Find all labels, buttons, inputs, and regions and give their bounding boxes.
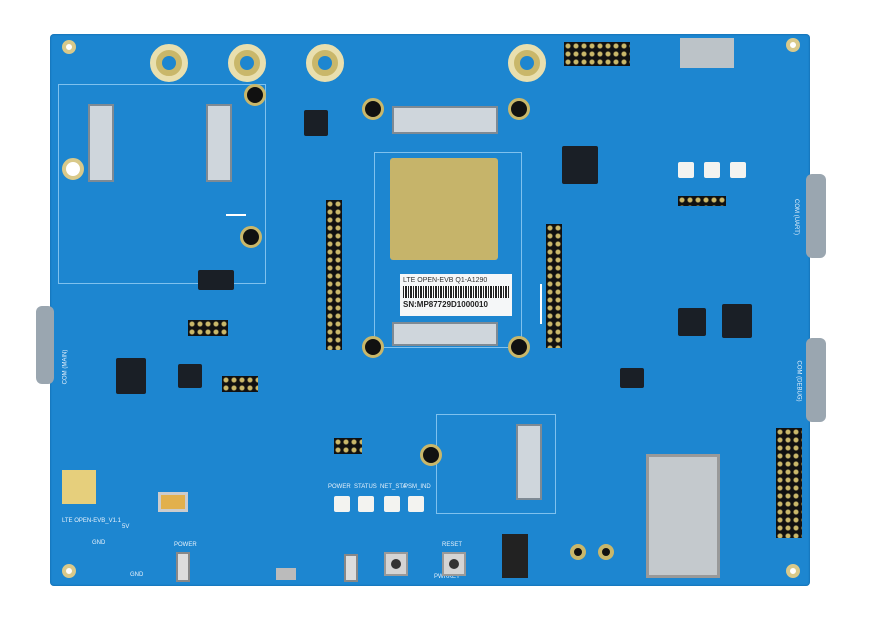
corner-hole (62, 40, 76, 54)
sim-card-slot[interactable] (646, 454, 720, 578)
com-debug-label: COM (DEBUG) (795, 360, 802, 402)
led-label-power: POWER (328, 484, 351, 490)
test-pad (240, 226, 262, 248)
module-label-text: LTE OPEN-EVB Q1-A1290 (403, 277, 488, 284)
pwrkey-label: PWRKEY (434, 574, 461, 580)
mounting-hole (228, 44, 266, 82)
hole (598, 544, 614, 560)
gnd-label: GND (130, 572, 144, 578)
led-label-net-sta: NET_STA (380, 484, 407, 490)
reset-label: RESET (442, 542, 463, 548)
board-name: LTE OPEN-EVB_V1.1 (62, 518, 121, 524)
hole (62, 158, 84, 180)
pin-header-right-edge (776, 428, 802, 538)
led-label-psm-ind: PSM_IND (404, 484, 431, 490)
pin-header (678, 196, 726, 206)
usb-port[interactable] (276, 568, 296, 580)
test-pad (508, 98, 530, 120)
ic-chip (620, 368, 644, 388)
led (704, 162, 720, 178)
com-uart-connector[interactable] (806, 174, 826, 258)
test-pad (420, 444, 442, 466)
net-sta-led (384, 496, 400, 512)
pwrkey-button[interactable] (384, 552, 408, 576)
led (678, 162, 694, 178)
5v-label: 5V (122, 524, 130, 530)
com-debug-connector[interactable] (806, 338, 826, 422)
arrow-indicator (226, 214, 246, 216)
module-label: LTE OPEN-EVB Q1-A1290 SN:MP87729D1000010 (400, 274, 512, 316)
board-connector (88, 104, 114, 182)
test-pad (362, 98, 384, 120)
mounting-hole (306, 44, 344, 82)
audio-jack[interactable] (502, 534, 528, 578)
led-label-status: STATUS (354, 484, 377, 490)
ic-chip (722, 304, 752, 338)
power-switch[interactable] (176, 552, 190, 582)
slide-switch[interactable] (344, 554, 358, 582)
test-pad (244, 84, 266, 106)
test-pad (508, 336, 530, 358)
com-uart-label: COM (UART) (792, 199, 799, 235)
status-led (358, 496, 374, 512)
board-connector (516, 424, 542, 500)
wifi-area (58, 84, 266, 284)
test-pad (362, 336, 384, 358)
pin-header (334, 438, 362, 454)
module-socket (374, 152, 522, 348)
com-main-label: COM (MAIN) (62, 349, 69, 385)
gold-pad (62, 470, 96, 504)
micro-sd-slot[interactable] (680, 38, 734, 68)
ic-chip (678, 308, 706, 336)
ic-chip (562, 146, 598, 184)
lte-module (390, 158, 498, 260)
led (730, 162, 746, 178)
arrow-indicator (540, 284, 542, 324)
module-connector-bottom (392, 322, 498, 346)
capacitor (158, 492, 188, 512)
pin-header-top (564, 42, 630, 66)
corner-hole (62, 564, 76, 578)
ic-chip (198, 270, 234, 290)
corner-hole (786, 38, 800, 52)
pin-header-right (546, 224, 562, 348)
pin-header-left (326, 200, 342, 350)
pin-header (188, 320, 228, 336)
module-area (436, 414, 556, 514)
ic-chip (178, 364, 202, 388)
ic-chip (304, 110, 328, 136)
mounting-hole (508, 44, 546, 82)
psm-ind-led (408, 496, 424, 512)
corner-hole (786, 564, 800, 578)
ic-chip (116, 358, 146, 394)
power-led (334, 496, 350, 512)
power-switch-label: POWER (174, 542, 197, 548)
gnd-label: GND (92, 540, 106, 546)
pin-header (222, 376, 258, 392)
serial-number: SN:MP87729D1000010 (403, 300, 488, 309)
board-connector (206, 104, 232, 182)
mounting-hole (150, 44, 188, 82)
barcode (403, 286, 509, 298)
module-connector-top (392, 106, 498, 134)
pcb-board: LTE OPEN-EVB Q1-A1290 SN:MP87729D1000010… (36, 34, 826, 586)
com-main-connector[interactable] (36, 306, 54, 384)
hole (570, 544, 586, 560)
reset-button[interactable] (442, 552, 466, 576)
